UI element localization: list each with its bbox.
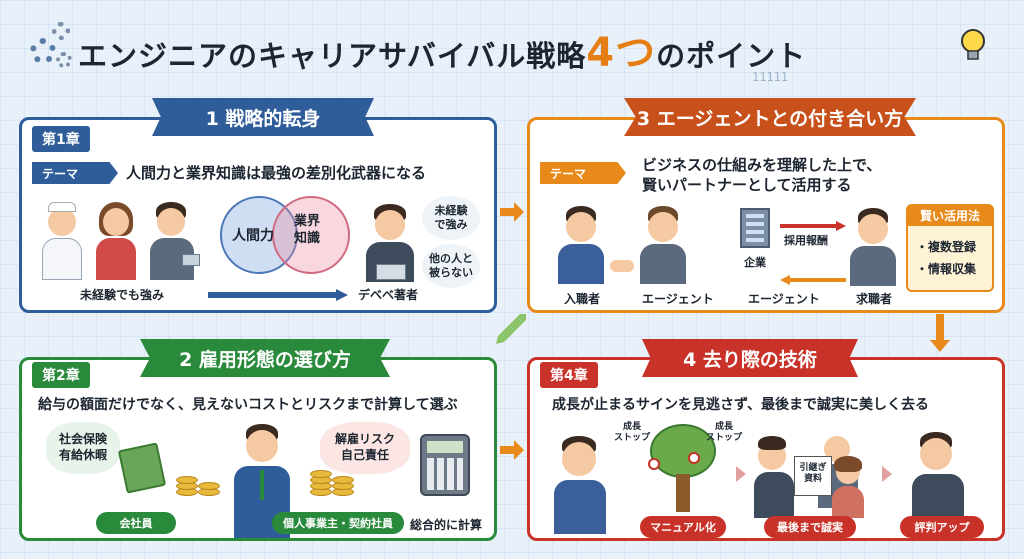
left-caption: 未経験でも強み <box>80 288 165 302</box>
chapter-badge: 第4章 <box>540 362 598 388</box>
agent-caption: エージェント <box>642 292 714 306</box>
flow-arrow-1-to-3 <box>500 202 524 222</box>
tip-item: ・情報収集 <box>916 262 977 276</box>
growth-stop-label: 成長 ストップ <box>706 422 743 443</box>
chapter-4-panel: 第4章 成長が止まるサインを見逃さず、最後まで誠実に美しく去る 成長 ストップ … <box>527 357 1005 541</box>
bowing-man-figure <box>908 432 968 520</box>
growth-stop-label: 成長 ストップ <box>614 422 651 443</box>
chapter-1-ribbon: 1 戦略的転身 <box>152 98 374 136</box>
venn-label-human: 人間力 <box>232 228 274 244</box>
flow-arrow-3-to-2 <box>496 314 526 344</box>
chapter-3-ribbon: 3 エージェントとの付き合い方 <box>624 98 916 136</box>
arrow-left-orange <box>780 270 846 285</box>
cash-icon <box>117 442 167 494</box>
theme-label: テーマ <box>32 162 118 184</box>
pill-sincere: 最後まで誠実 <box>764 516 856 538</box>
handover-document: 引継ぎ 資料 <box>794 456 832 496</box>
joiner-caption: 入職者 <box>564 292 601 306</box>
binary-decoration: 11111 <box>752 70 789 84</box>
seeker-caption: 求職者 <box>856 292 893 306</box>
theme-text: 給与の額面だけでなく、見えないコストとリスクまで計算して選ぶ <box>38 397 458 413</box>
page-title: エンジニアのキャリアサバイバル戦略4つのポイント <box>78 30 807 76</box>
venn-label-industry: 業界 知識 <box>294 214 321 246</box>
right-caption: デベベ著者 <box>358 288 419 302</box>
author-figure <box>362 204 418 284</box>
chapter-4-ribbon: 4 去り際の技術 <box>642 339 858 377</box>
chapter-2-panel: 第2章 給与の額面だけでなく、見えないコストとリスクまで計算して選ぶ 社会保険 … <box>19 357 497 541</box>
agent2-caption: エージェント <box>748 292 820 306</box>
tips-title: 賢い活用法 <box>906 204 994 226</box>
building-icon <box>740 208 770 248</box>
theme-text: 人間力と業界知識は最強の差別化武器になる <box>126 164 427 182</box>
right-arrow-icon <box>208 286 348 301</box>
caption-total: 総合的に計算 <box>410 518 483 532</box>
theme-text-line-1: ビジネスの仕組みを理解した上で、 <box>642 156 882 174</box>
theme-label: テーマ <box>540 162 626 184</box>
bubble-risks: 解雇リスク 自己責任 <box>320 422 410 474</box>
seeker-figure <box>848 208 898 288</box>
joiner-figure <box>556 206 606 286</box>
flow-arrow-2-to-4 <box>500 440 524 460</box>
chevron-right-icon <box>736 466 746 482</box>
chapter-badge: 第1章 <box>32 126 90 152</box>
tree-icon <box>640 424 726 514</box>
agent-figure <box>638 206 688 286</box>
fee-label: 採用報酬 <box>784 234 828 247</box>
pill-manual: マニュアル化 <box>640 516 726 538</box>
gear-icon <box>52 22 70 40</box>
tip-item: ・複数登録 <box>916 240 977 254</box>
chapter-3-panel: テーマ ビジネスの仕組みを理解した上で、 賢いパートナーとして活用する 入職者 … <box>527 117 1005 313</box>
company-label: 企業 <box>744 256 766 269</box>
handshake-icon <box>610 260 634 272</box>
stop-icon <box>688 452 700 464</box>
bubble-benefits: 社会保険 有給休暇 <box>46 422 120 474</box>
caption-employee: 会社員 <box>96 512 176 534</box>
stop-icon <box>648 458 660 470</box>
venn-circle-industry <box>272 196 350 274</box>
chapter-badge: 第2章 <box>32 362 90 388</box>
coins-icon <box>172 442 222 502</box>
tips-box: 賢い活用法 ・複数登録 ・情報収集 <box>906 204 994 292</box>
pill-reputation: 評判アップ <box>900 516 984 538</box>
lightbulb-icon <box>958 26 988 64</box>
header: エンジニアのキャリアサバイバル戦略4つのポイント 11111 <box>0 8 1024 88</box>
gear-icon <box>56 52 72 68</box>
bubble-unique: 他の人と 被らない <box>422 244 480 288</box>
theme-text: 成長が止まるサインを見逃さず、最後まで誠実に美しく去る <box>552 397 930 413</box>
nurse-figure <box>40 202 84 282</box>
theme-text-line-2: 賢いパートナーとして活用する <box>642 176 852 194</box>
coins-icon <box>306 442 356 502</box>
chapter-2-ribbon: 2 雇用形態の選び方 <box>140 339 390 377</box>
chevron-right-icon <box>882 466 892 482</box>
arrow-right-red <box>780 216 846 231</box>
office-woman-figure <box>94 202 138 282</box>
flow-arrow-3-to-4 <box>930 314 950 352</box>
businessman-figure <box>148 202 200 282</box>
gear-icon <box>30 38 56 64</box>
chapter-1-panel: 第1章 テーマ 人間力と業界知識は最強の差別化武器になる 未経験でも強み 人間力… <box>19 117 497 313</box>
thinking-man-figure <box>550 436 610 536</box>
caption-freelancer: 個人事業主・契約社員 <box>272 512 404 534</box>
calculator-icon <box>420 434 470 496</box>
bubble-inexperienced: 未経験 で強み <box>422 196 480 240</box>
